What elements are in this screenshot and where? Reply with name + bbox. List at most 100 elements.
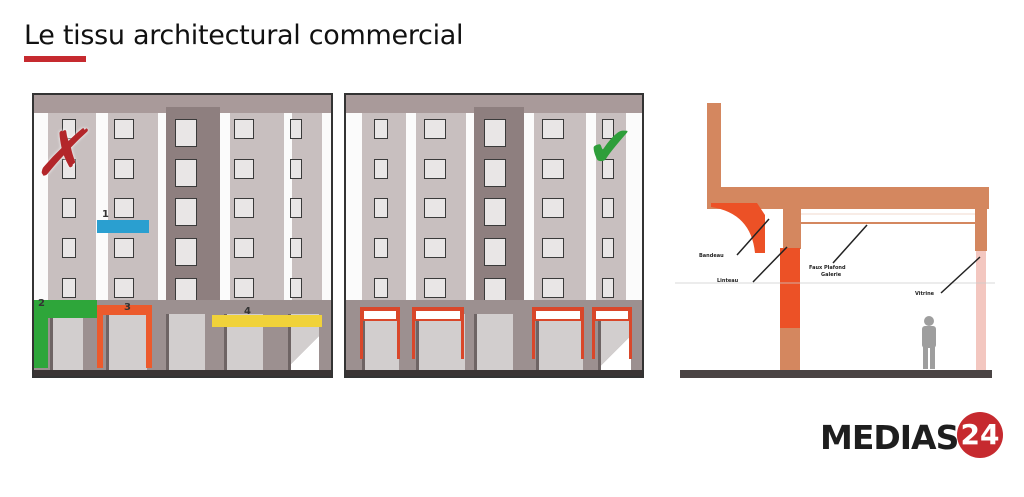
window <box>175 159 197 187</box>
window <box>290 119 302 139</box>
annotation-4-number: 4 <box>244 306 251 317</box>
window <box>290 278 302 298</box>
window <box>114 159 134 179</box>
window <box>542 159 564 179</box>
window <box>175 198 197 226</box>
shopfront <box>50 314 83 370</box>
medias24-logo-text: MEDIAS <box>820 418 959 457</box>
window <box>424 119 446 139</box>
facade-gap <box>158 113 166 302</box>
annotation-3-left <box>97 305 103 368</box>
window <box>62 159 76 179</box>
window <box>234 119 254 139</box>
window <box>290 198 302 218</box>
shopfront <box>416 314 465 370</box>
ground-line <box>346 370 642 376</box>
window <box>234 278 254 298</box>
window <box>602 119 614 139</box>
shop-frame <box>412 307 464 359</box>
facade-gap <box>220 113 230 302</box>
window <box>424 198 446 218</box>
window <box>62 119 76 139</box>
window <box>484 119 506 147</box>
window <box>542 278 564 298</box>
window <box>542 119 564 139</box>
window <box>114 278 134 298</box>
facade-gap <box>96 113 108 302</box>
facade-gap <box>586 113 596 302</box>
checkmark-icon: ✔ <box>587 115 634 180</box>
shop-sign <box>534 309 582 321</box>
facade-gap <box>284 113 292 302</box>
page-title: Le tissu architectural commercial <box>24 20 464 51</box>
window <box>484 198 506 226</box>
window <box>374 159 388 179</box>
facade-gap <box>524 113 534 302</box>
window <box>290 159 302 179</box>
window <box>114 198 134 218</box>
shopfront <box>598 314 631 370</box>
window <box>424 238 446 258</box>
window <box>234 159 254 179</box>
ground-line <box>34 370 331 376</box>
medias24-logo-badge: 24 <box>957 412 1003 458</box>
shopfront <box>474 314 513 370</box>
window <box>114 119 134 139</box>
annotation-2-number: 2 <box>38 298 45 309</box>
shopfront <box>106 314 147 370</box>
facade-gap <box>466 113 474 302</box>
window <box>424 159 446 179</box>
window <box>602 278 614 298</box>
section-drawing <box>675 103 995 378</box>
title-underline <box>24 56 86 62</box>
facade-gap <box>626 113 642 302</box>
window <box>62 278 76 298</box>
label-vitrine: Vitrine <box>915 291 935 297</box>
annotation-1-bar <box>97 220 149 233</box>
shop-frame <box>592 307 632 359</box>
window <box>602 159 614 179</box>
window <box>374 238 388 258</box>
shopfront <box>536 314 583 370</box>
window <box>424 278 446 298</box>
window <box>175 119 197 147</box>
window <box>114 238 134 258</box>
shop-sign <box>362 309 398 321</box>
window <box>175 238 197 266</box>
window <box>484 238 506 266</box>
label-faux-plafond: Faux Plafond <box>809 265 846 271</box>
facade-gap <box>34 113 48 302</box>
annotation-3-number: 3 <box>124 302 131 313</box>
window <box>542 238 564 258</box>
incorrect-facade-panel: 2 3 1 4 ✗ <box>32 93 333 378</box>
shop-frame <box>532 307 584 359</box>
window <box>374 198 388 218</box>
annotation-3-right <box>146 305 152 368</box>
label-bandeau: Bandeau <box>699 253 724 259</box>
annotation-4-bar <box>212 315 322 327</box>
annotation-2-bar <box>34 300 97 318</box>
window <box>602 198 614 218</box>
shop-frame <box>360 307 400 359</box>
window <box>374 278 388 298</box>
facade-gap <box>346 113 362 302</box>
facade-gap <box>322 113 331 302</box>
window <box>290 238 302 258</box>
window <box>542 198 564 218</box>
label-galerie: Galerie <box>821 272 842 278</box>
window <box>234 198 254 218</box>
annotation-2-side <box>34 300 48 368</box>
window <box>234 238 254 258</box>
facade-top-band <box>34 95 331 113</box>
window <box>62 238 76 258</box>
window <box>602 238 614 258</box>
annotation-3-bar <box>97 305 152 315</box>
shopfront <box>362 314 399 370</box>
window <box>374 119 388 139</box>
shop-sign <box>414 309 462 321</box>
annotation-1-number: 1 <box>102 209 109 220</box>
label-linteau: Linteau <box>717 278 739 284</box>
window <box>62 198 76 218</box>
shopfront-section-diagram: Bandeau Linteau Faux Plafond Galerie Vit… <box>675 95 995 385</box>
window <box>484 159 506 187</box>
